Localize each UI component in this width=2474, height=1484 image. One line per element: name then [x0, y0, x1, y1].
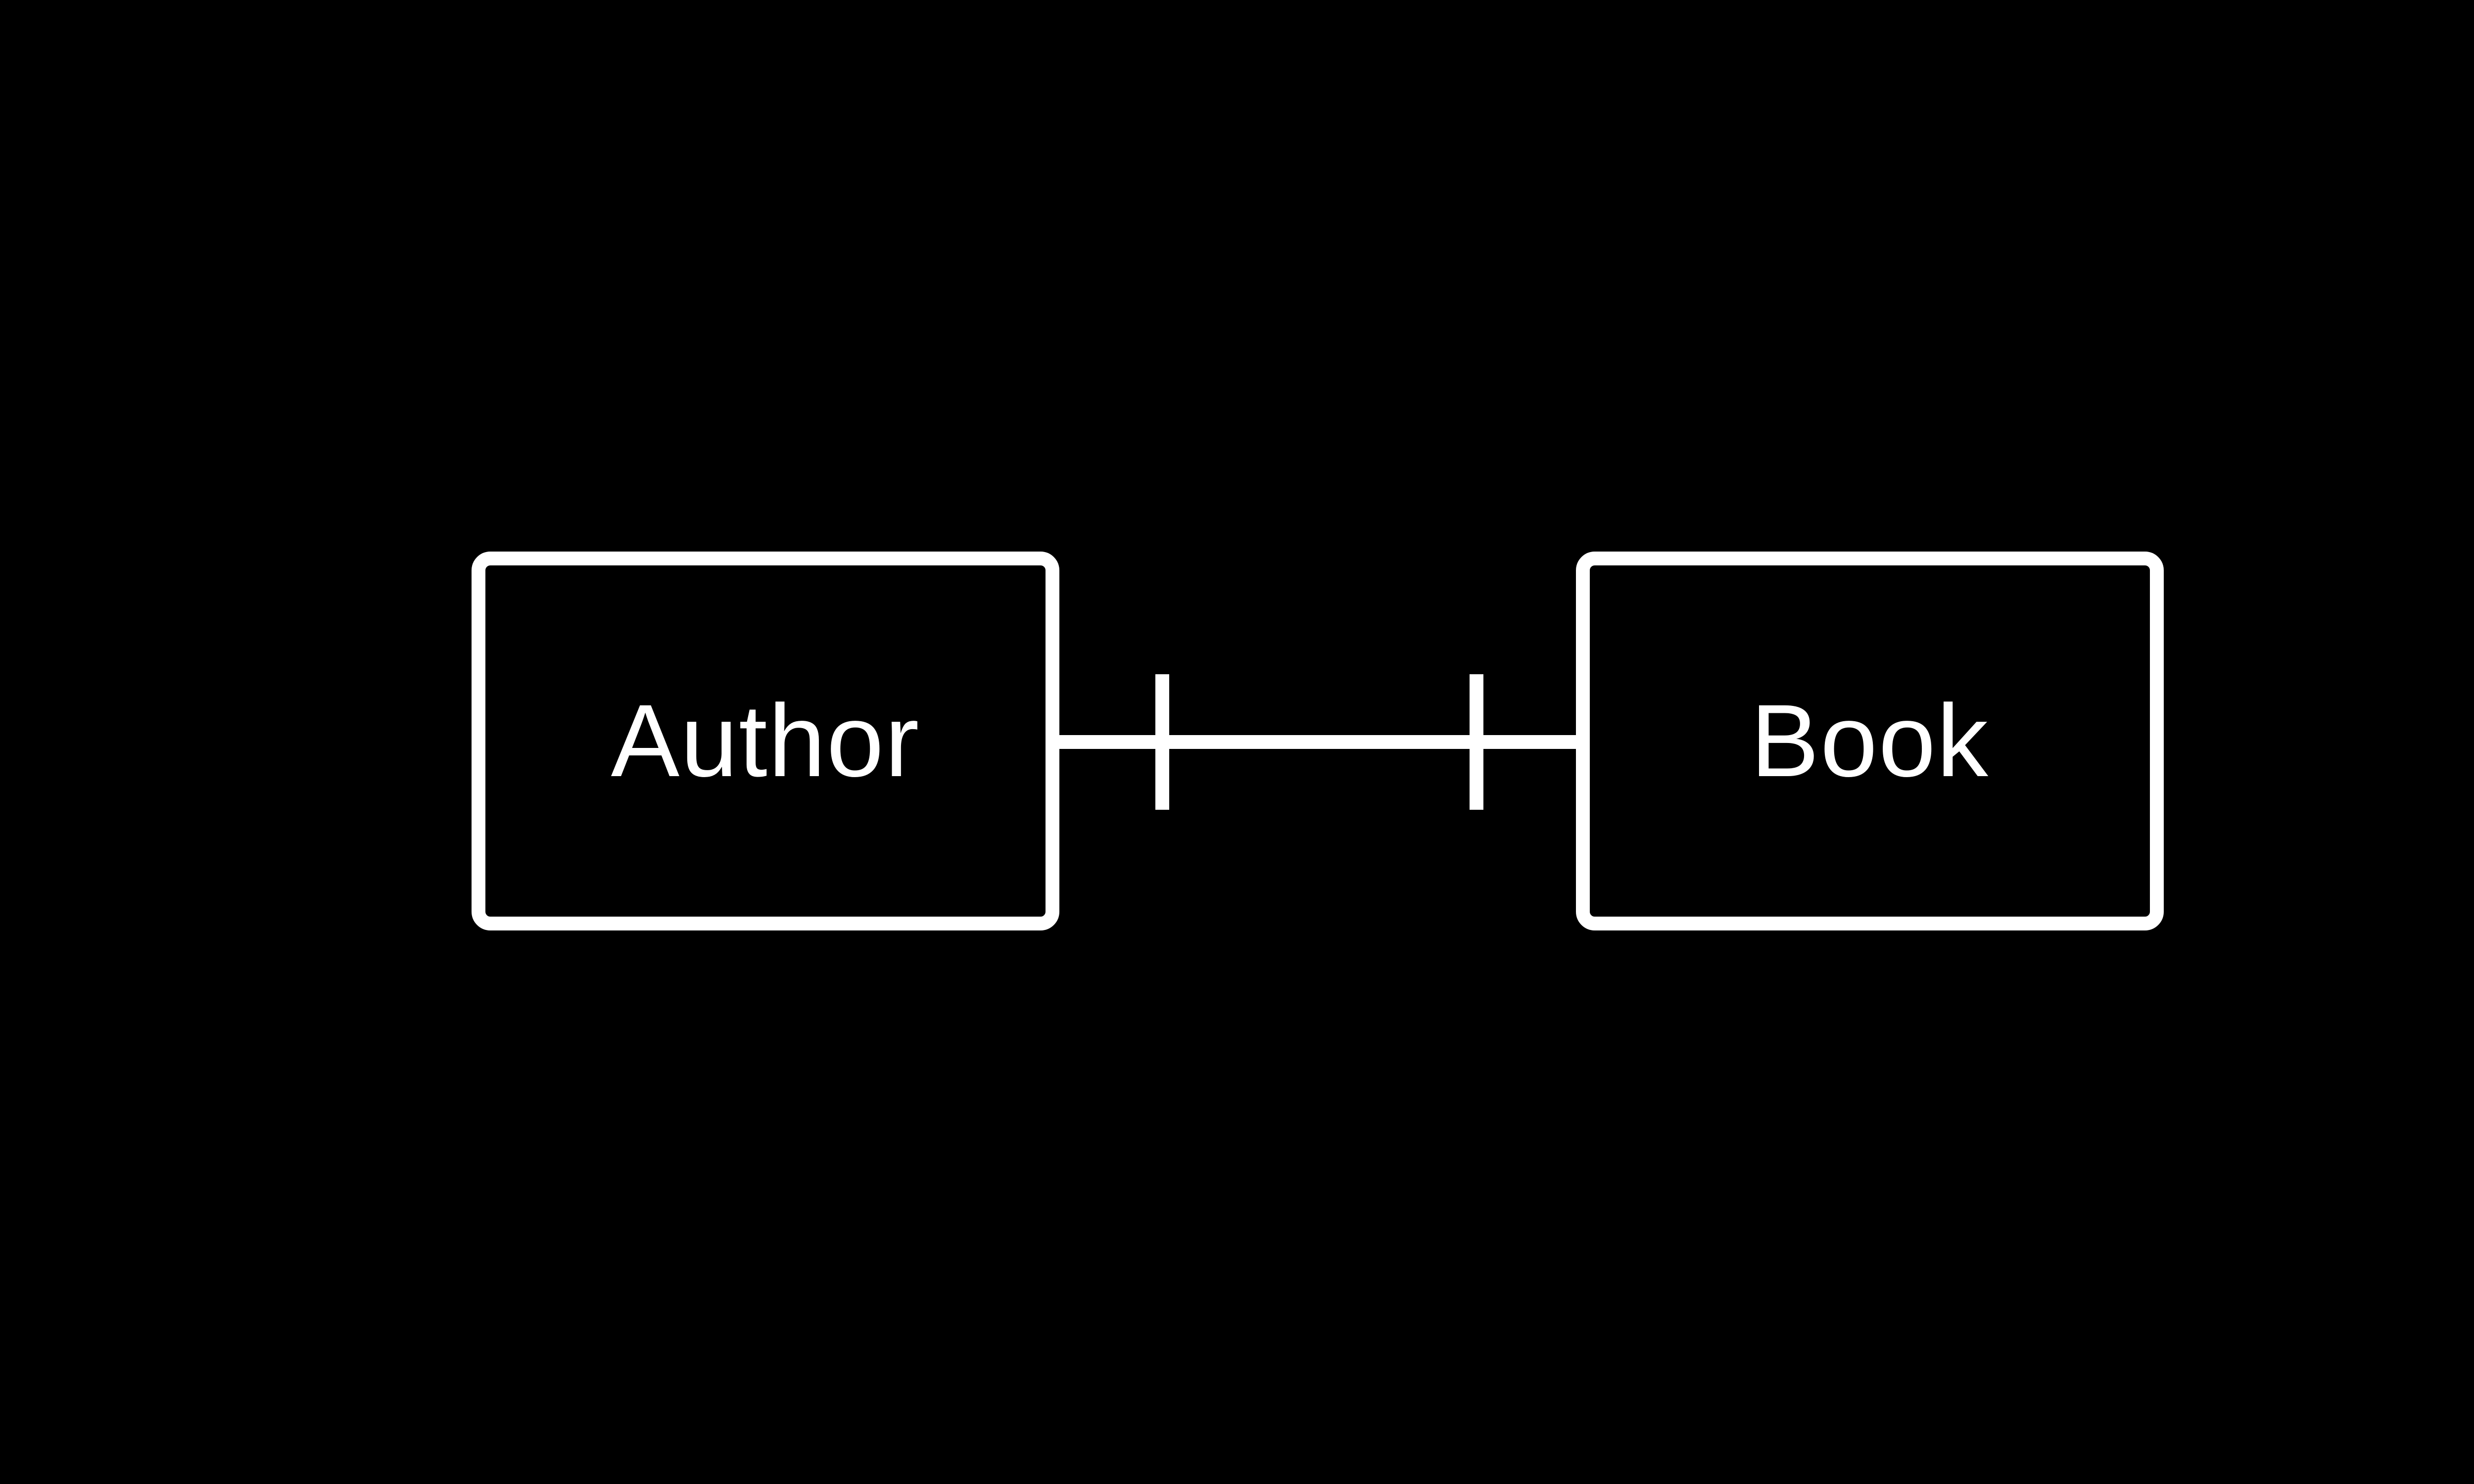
- entity-author: Author: [472, 552, 1059, 930]
- entity-book: Book: [1576, 552, 2164, 930]
- entity-author-label: Author: [611, 684, 920, 798]
- relationship-line: [1059, 735, 1576, 749]
- entity-book-label: Book: [1750, 684, 1990, 798]
- cardinality-tick-book-end: [1470, 674, 1483, 810]
- cardinality-tick-author-end: [1155, 674, 1169, 810]
